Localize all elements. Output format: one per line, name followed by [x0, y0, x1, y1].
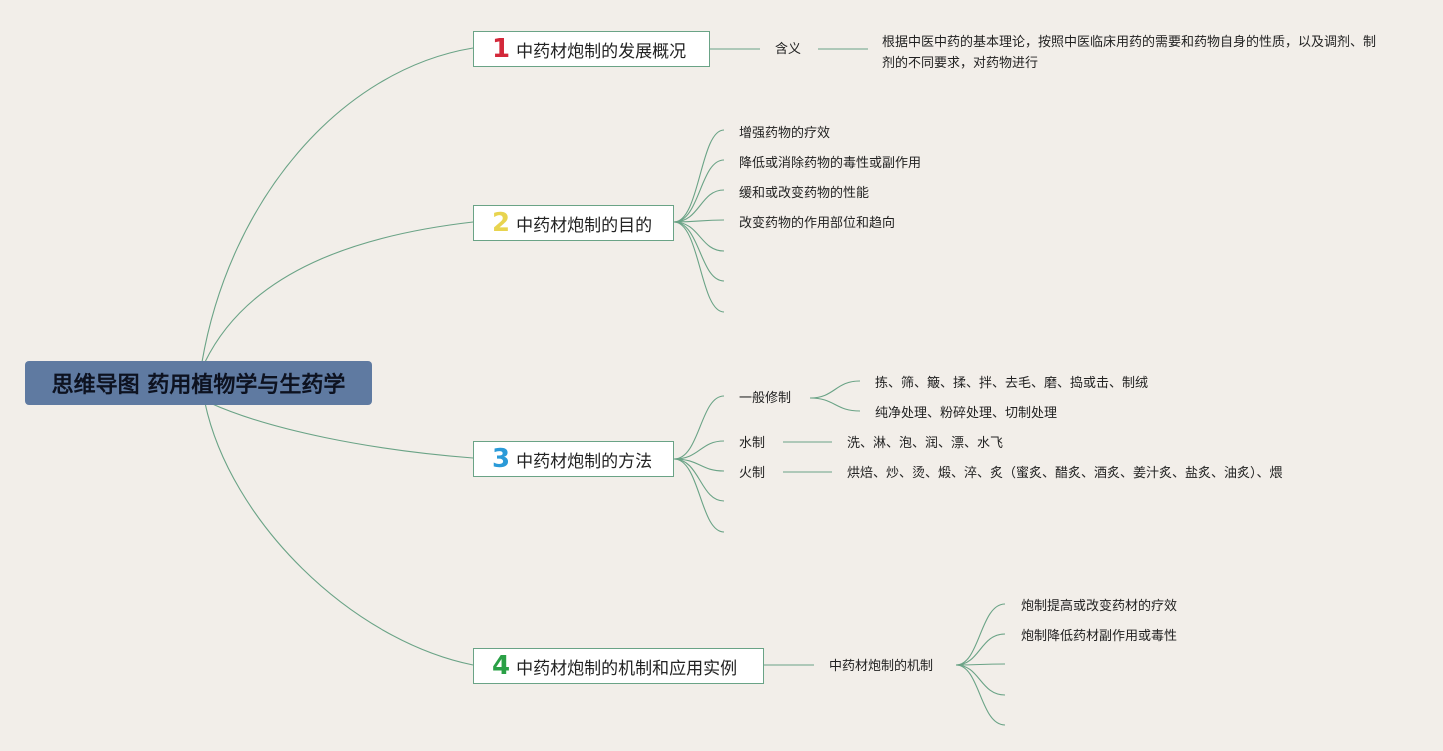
node-general-processing-1[interactable]: 拣、筛、簸、揉、拌、去毛、磨、捣或击、制绒 [875, 376, 1149, 391]
node-water-processing-detail[interactable]: 洗、淋、泡、润、漂、水飞 [847, 436, 1004, 451]
node-water-processing[interactable]: 水制 [739, 436, 766, 451]
branch-number-4: 4 [492, 651, 511, 681]
branch-title: 中药材炮制的目的 [516, 215, 653, 236]
node-general-processing-2[interactable]: 纯净处理、粉碎处理、切制处理 [875, 406, 1058, 421]
node-purpose-4[interactable]: 改变药物的作用部位和趋向 [739, 216, 896, 231]
branch-number-1: 1 [492, 34, 511, 64]
branch-number-3: 3 [492, 444, 511, 474]
node-general-processing[interactable]: 一般修制 [739, 391, 792, 406]
node-mechanism[interactable]: 中药材炮制的机制 [829, 659, 934, 674]
node-fire-processing-detail[interactable]: 烘焙、炒、烫、煅、淬、炙（蜜炙、醋炙、酒炙、姜汁炙、盐炙、油炙）、煨 [847, 466, 1283, 481]
node-mechanism-1[interactable]: 炮制提高或改变药材的疗效 [1021, 599, 1178, 614]
node-meaning[interactable]: 含义 [775, 42, 802, 57]
branch-title: 中药材炮制的发展概况 [516, 41, 687, 62]
branch-purpose[interactable]: 2 中药材炮制的目的 [473, 205, 674, 241]
node-purpose-3[interactable]: 缓和或改变药物的性能 [739, 186, 870, 201]
node-meaning-detail[interactable]: 根据中医中药的基本理论，按照中医临床用药的需要和药物自身的性质，以及调剂、制剂的… [882, 35, 1377, 71]
branch-title: 中药材炮制的机制和应用实例 [516, 658, 738, 679]
branch-number-2: 2 [492, 208, 511, 238]
node-fire-processing[interactable]: 火制 [739, 466, 766, 481]
branch-methods[interactable]: 3 中药材炮制的方法 [473, 441, 674, 477]
node-purpose-1[interactable]: 增强药物的疗效 [739, 126, 831, 141]
node-purpose-2[interactable]: 降低或消除药物的毒性或副作用 [739, 156, 922, 171]
branch-development-overview[interactable]: 1 中药材炮制的发展概况 [473, 31, 710, 67]
branch-title: 中药材炮制的方法 [516, 451, 653, 472]
root-topic[interactable]: 思维导图 药用植物学与生药学 [25, 361, 372, 405]
node-mechanism-2[interactable]: 炮制降低药材副作用或毒性 [1021, 629, 1178, 644]
branch-mechanism-applications[interactable]: 4 中药材炮制的机制和应用实例 [473, 648, 764, 684]
